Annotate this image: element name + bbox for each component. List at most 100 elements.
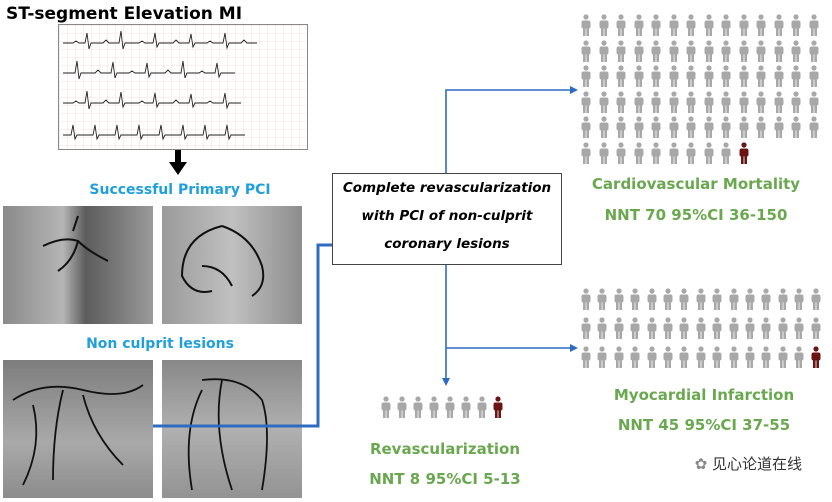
person-icon <box>791 116 801 138</box>
person-icon <box>616 14 626 36</box>
person-icon <box>721 90 731 113</box>
watermark: ✿ 见心论道在线 <box>695 453 802 474</box>
person-icon <box>809 65 818 87</box>
person-icon <box>634 39 643 62</box>
person-icon <box>616 141 626 164</box>
person-icon <box>774 39 783 62</box>
watermark-text: 见心论道在线 <box>711 455 802 473</box>
person-icon <box>686 90 696 113</box>
person-icon <box>686 116 696 138</box>
primary-pci-caption: Successful Primary PCI <box>89 182 271 198</box>
person-icon <box>630 346 640 368</box>
ecg-strip <box>58 24 308 150</box>
person-icon <box>761 317 771 339</box>
person-icon <box>721 116 731 138</box>
person-icon <box>761 346 771 368</box>
mi-nnt: NNT 45 95%CI 37-55 <box>617 416 791 434</box>
person-icon <box>669 141 678 164</box>
person-icon <box>397 396 407 418</box>
person-icon <box>704 116 713 138</box>
person-icon <box>729 346 739 368</box>
person-icon <box>599 141 608 164</box>
person-icon <box>616 90 626 113</box>
person-icon <box>599 90 608 113</box>
person-icon <box>679 288 689 310</box>
person-icon <box>809 39 818 62</box>
person-icon <box>581 317 591 339</box>
person-icon <box>651 65 661 87</box>
person-icon <box>774 14 783 36</box>
angiogram-image-2 <box>162 206 302 324</box>
revasc-nnt: NNT 8 95%CI 5-13 <box>369 470 521 488</box>
person-icon <box>651 116 661 138</box>
down-arrow-icon <box>169 150 187 175</box>
person-icon <box>739 90 748 113</box>
person-icon <box>704 141 713 164</box>
person-icon <box>712 317 722 339</box>
cv-mortality-nnt: NNT 70 95%CI 36-150 <box>604 206 788 224</box>
person-icon <box>663 346 673 368</box>
person-icon <box>381 396 391 418</box>
person-icon <box>669 14 678 36</box>
person-icon <box>651 14 661 36</box>
person-icon <box>599 39 608 62</box>
intervention-line-3: coronary lesions <box>384 236 510 252</box>
angiogram-image-3 <box>3 360 153 498</box>
person-icon <box>669 90 678 113</box>
person-icon <box>597 317 607 339</box>
mi-title: Myocardial Infarction <box>613 386 795 404</box>
person-icon <box>704 14 713 36</box>
person-icon <box>811 346 821 368</box>
intervention-line-2: with PCI of non-culprit <box>361 208 533 224</box>
person-icon <box>669 65 678 87</box>
person-icon <box>651 141 661 164</box>
revasc-title: Revascularization <box>369 440 521 458</box>
person-icon <box>429 396 439 418</box>
person-icon <box>756 116 766 138</box>
person-icon <box>616 116 626 138</box>
person-icon <box>597 288 607 310</box>
person-icon <box>651 90 661 113</box>
person-icon <box>791 90 801 113</box>
person-icon <box>778 346 788 368</box>
person-icon <box>599 14 608 36</box>
wechat-icon: ✿ <box>694 455 712 473</box>
person-icon <box>634 90 643 113</box>
person-icon <box>630 288 640 310</box>
person-icon <box>739 116 748 138</box>
person-icon <box>739 141 748 164</box>
person-icon <box>778 317 788 339</box>
person-icon <box>679 346 689 368</box>
person-icon <box>647 317 657 339</box>
person-icon <box>696 317 706 339</box>
person-icon <box>686 141 696 164</box>
person-icon <box>791 65 801 87</box>
person-icon <box>413 396 423 418</box>
person-icon <box>739 39 748 62</box>
person-icon <box>809 90 818 113</box>
person-icon <box>616 65 626 87</box>
person-icon <box>647 346 657 368</box>
person-icon <box>696 288 706 310</box>
person-icon <box>704 90 713 113</box>
person-icon <box>756 65 766 87</box>
person-icon <box>794 317 804 339</box>
person-icon <box>663 288 673 310</box>
person-icon <box>634 141 643 164</box>
person-icon <box>581 39 591 62</box>
person-icon <box>721 65 731 87</box>
person-icon <box>791 39 801 62</box>
person-icon <box>581 14 591 36</box>
person-icon <box>669 39 678 62</box>
person-icon <box>721 141 731 164</box>
person-icon <box>712 346 722 368</box>
person-icon <box>581 65 591 87</box>
person-icon <box>756 14 766 36</box>
person-icon <box>616 39 626 62</box>
person-icon <box>686 14 696 36</box>
person-icon <box>696 346 706 368</box>
person-icon <box>794 288 804 310</box>
person-icon <box>721 39 731 62</box>
person-icon <box>811 288 821 310</box>
person-icon <box>445 396 455 418</box>
